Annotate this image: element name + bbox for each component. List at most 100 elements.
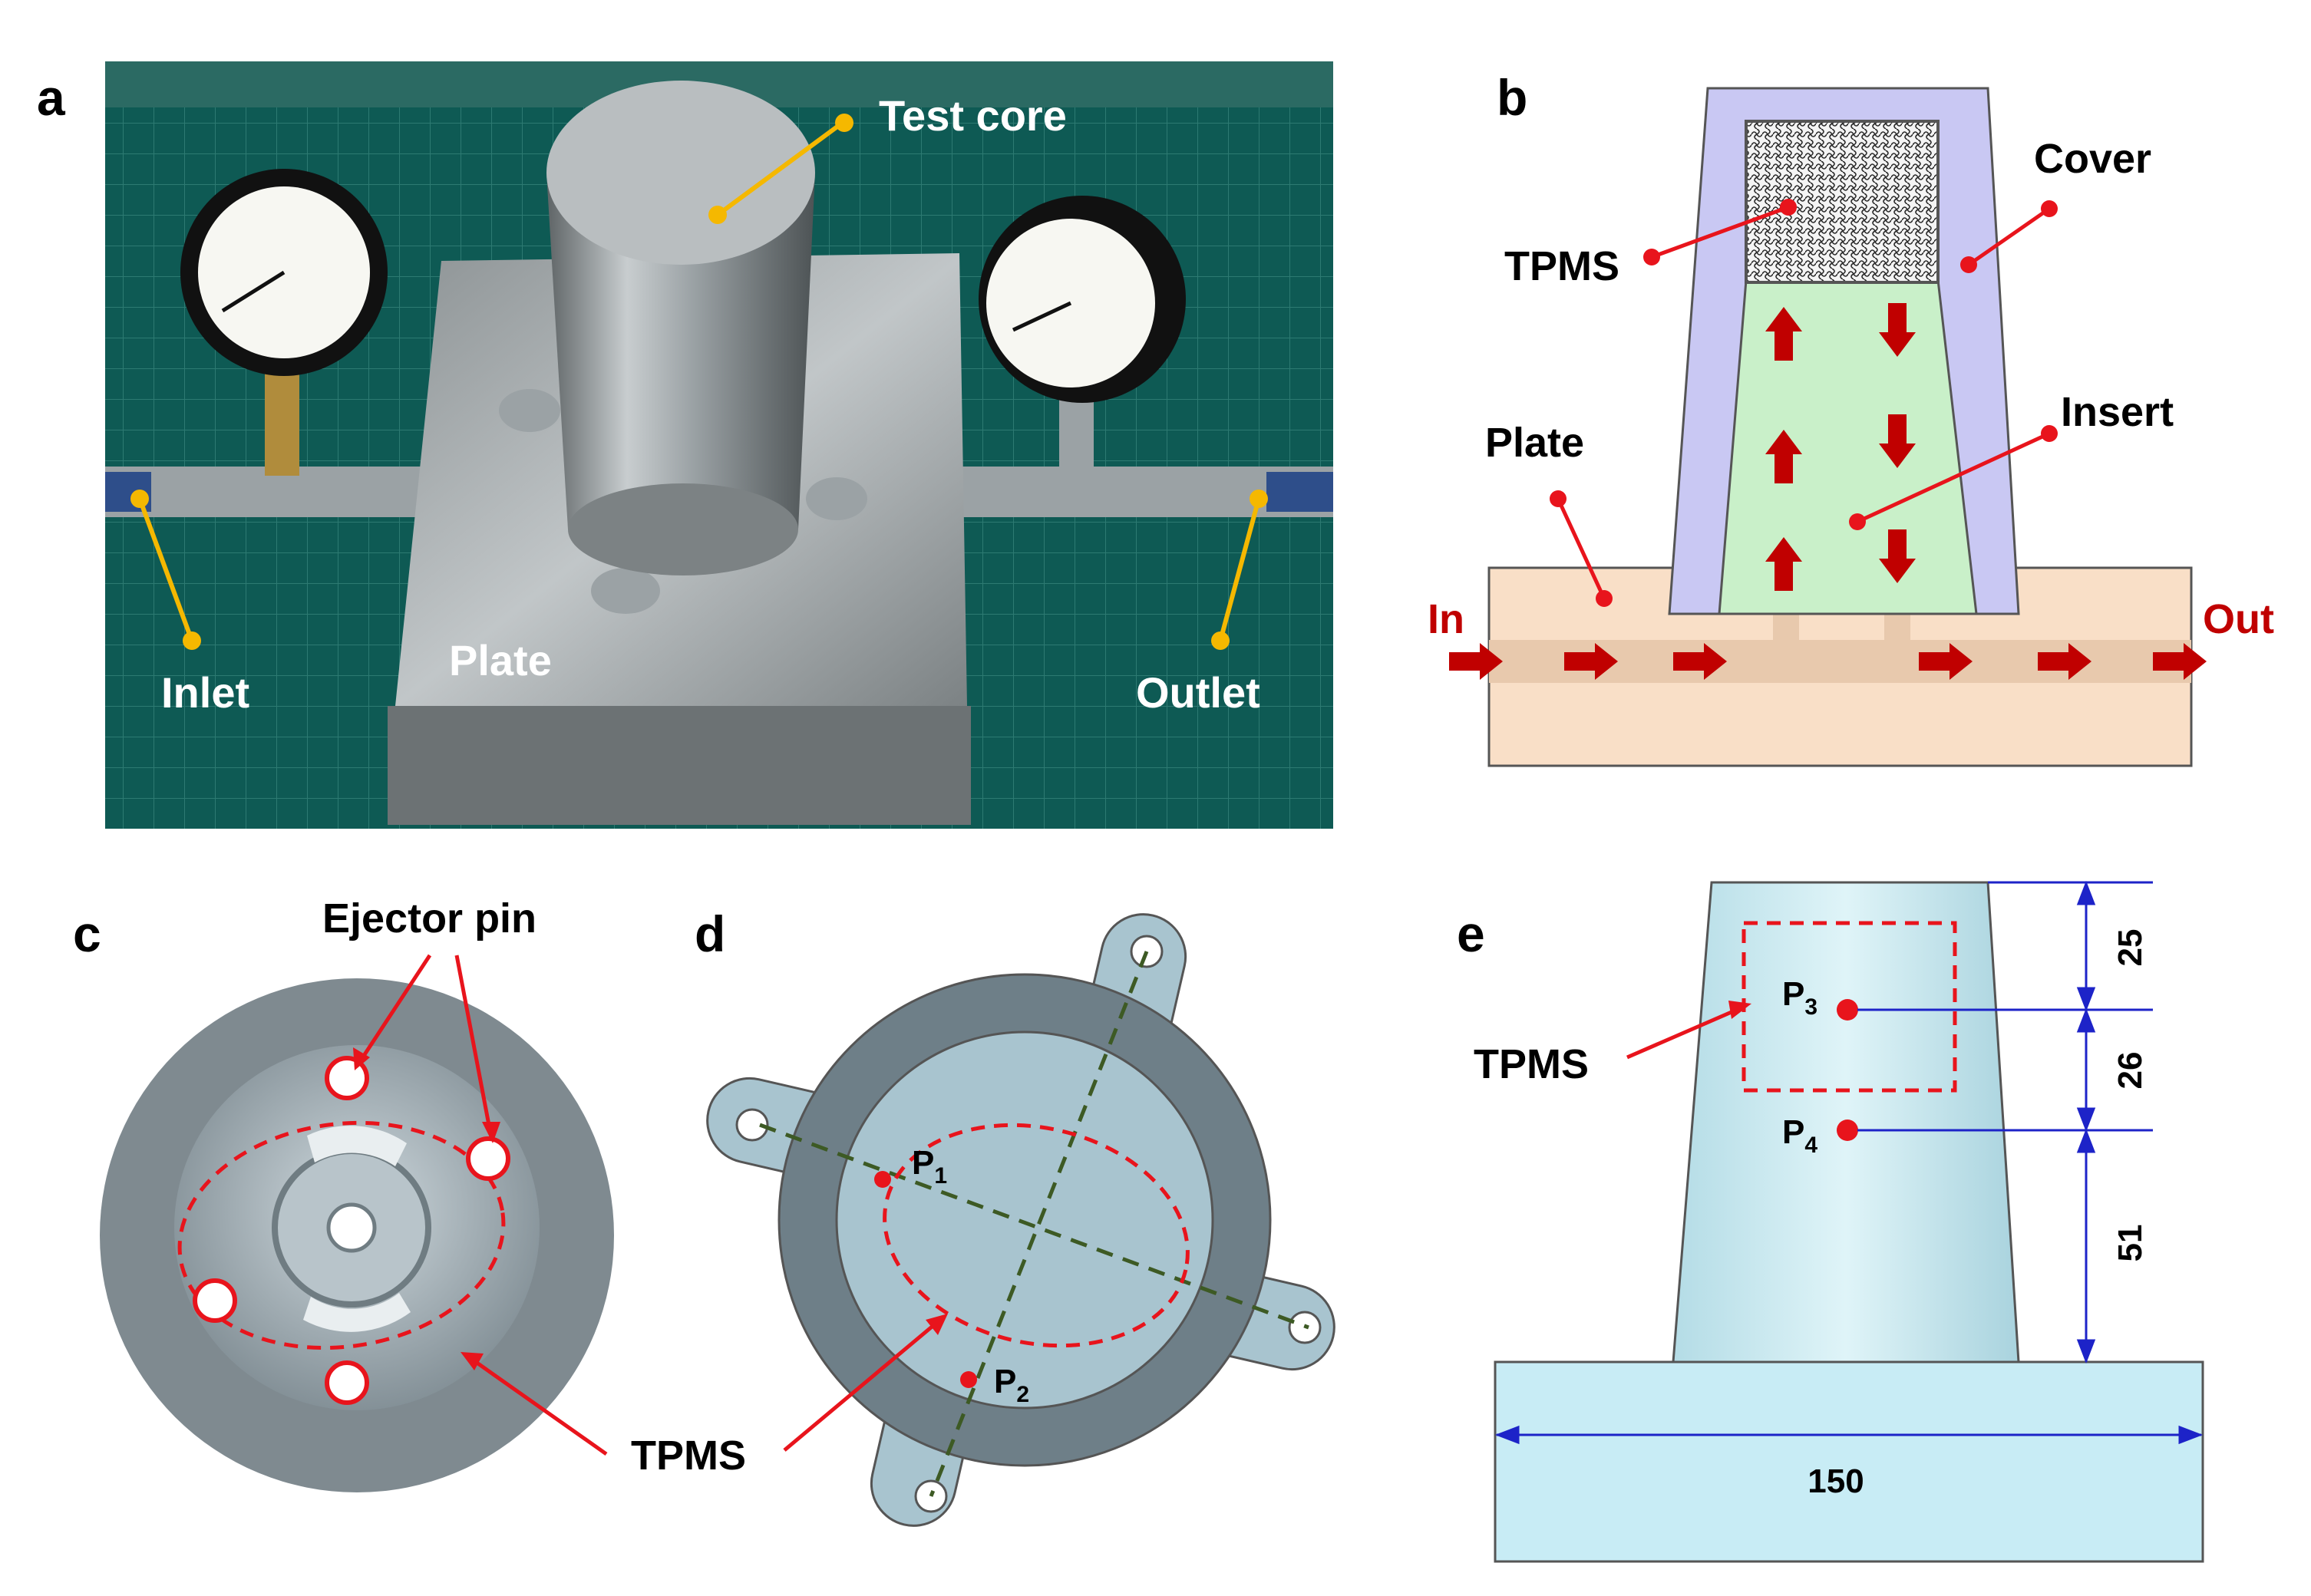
plate-label-b: Plate — [1485, 420, 1584, 466]
ejector-pin-leader-2 — [454, 955, 494, 1138]
outlet-callout-dot-start — [1250, 490, 1268, 508]
tpms-leader-e — [1626, 1004, 1745, 1060]
ejector-pin-leader-1 — [357, 954, 432, 1064]
test-core-body — [546, 173, 815, 529]
tpms-arrowhead-e — [1728, 1001, 1751, 1019]
panel-a-letter: a — [37, 69, 66, 126]
panel-c: c Ejector pin TPMS — [73, 895, 746, 1492]
core-foot-bottom — [591, 568, 660, 614]
dim-25-label: 25 — [2111, 929, 2149, 967]
p3-label: P3 — [1782, 975, 1817, 1020]
plate-front-face — [388, 706, 971, 825]
tpms-callout — [1651, 205, 1789, 259]
mould-rib-window-bottom — [303, 1293, 411, 1332]
tpms-block — [1745, 120, 1940, 284]
plate-label: Plate — [449, 636, 552, 684]
cover-label: Cover — [2034, 136, 2151, 182]
tpms-callout-dot-start — [1643, 249, 1660, 265]
tpms-callout-dot-end — [1780, 199, 1797, 216]
tpms-label-cd: TPMS — [631, 1433, 746, 1479]
tpms-region-outline-d — [883, 1123, 1190, 1348]
test-core-callout-dot-end — [835, 114, 853, 132]
section-axis-1 — [759, 1123, 1309, 1330]
insert-callout — [1856, 431, 2051, 524]
ejector-pin-marker-left — [193, 1278, 237, 1323]
measure-point-p3 — [1837, 999, 1858, 1021]
flow-arrows — [1449, 303, 2207, 680]
cover-callout — [1967, 206, 2051, 267]
panel-a: a Test core Inlet Plate Outlet — [37, 61, 1333, 829]
ejector-pin-marker-bottom — [325, 1360, 369, 1405]
plate-callout-dot-end — [1596, 590, 1613, 607]
dim-150-arrow-left — [1494, 1425, 1520, 1445]
core-foot-left — [499, 389, 560, 432]
outlet-gauge-needle — [1012, 301, 1072, 332]
panel-e: e P3 P4 TPMS 25 26 5 — [1457, 880, 2204, 1563]
plate-callout-dot-start — [1550, 490, 1567, 507]
cover-callout-dot-end — [2041, 200, 2058, 217]
dim-25-arrow-top — [2076, 880, 2096, 905]
measure-point-p1 — [874, 1171, 891, 1188]
section-axis-2 — [929, 951, 1149, 1497]
insert-callout-dot-end — [2041, 425, 2058, 442]
inlet-gauge-stem — [265, 368, 299, 476]
up-flow-arrow — [1765, 307, 1802, 591]
outlet-label: Outlet — [1136, 668, 1260, 717]
down-flow-arrow — [1879, 303, 1916, 583]
ejector-pin-label: Ejector pin — [322, 895, 536, 941]
panel-b: b — [1428, 69, 2274, 767]
tpms-region-outline-c — [177, 1120, 506, 1350]
dimension-lines — [1494, 880, 2204, 1445]
plate-callout — [1556, 497, 1606, 600]
inlet-label: Inlet — [161, 668, 249, 717]
inlet-callout — [137, 497, 194, 642]
mould-rib-window-top — [307, 1126, 407, 1166]
tpms-arrowhead-c — [461, 1352, 484, 1370]
tpms-leader-d — [783, 1318, 942, 1452]
inlet-callout-dot-end — [183, 631, 201, 650]
ejector-pin-marker-right — [466, 1136, 510, 1181]
inlet-flow-arrow — [1449, 643, 1727, 680]
dim-51-arrow-top — [2076, 1128, 2096, 1153]
base-plate-side — [1494, 1360, 2204, 1563]
dim-51-label: 51 — [2111, 1225, 2149, 1262]
insert-section — [1718, 279, 1978, 615]
dim-26-label: 26 — [2111, 1052, 2149, 1090]
outlet-callout-dot-end — [1211, 631, 1230, 650]
dim-150-arrow-right — [2178, 1425, 2204, 1445]
inlet-callout-dot-start — [130, 490, 149, 508]
dim-51-arrow-bottom — [2076, 1339, 2096, 1364]
core-foot-right — [806, 477, 867, 520]
p2-label: P2 — [994, 1363, 1029, 1407]
tpms-label-e: TPMS — [1474, 1041, 1589, 1087]
panel-e-letter: e — [1457, 905, 1485, 962]
test-core-top — [546, 81, 815, 265]
inlet-gauge-needle — [221, 270, 286, 313]
tpms-leader-c — [467, 1354, 608, 1456]
p1-label: P1 — [912, 1144, 947, 1189]
dim-26-arrow-bottom — [2076, 1107, 2096, 1133]
dim-150-label: 150 — [1808, 1462, 1864, 1500]
lug-hole-left — [735, 1108, 769, 1142]
in-label: In — [1428, 596, 1464, 642]
tpms-arrowhead-d — [926, 1314, 948, 1335]
outlet-callout — [1218, 498, 1261, 641]
dim-26-arrow-top — [2076, 1007, 2096, 1033]
panel-b-letter: b — [1497, 69, 1527, 126]
test-core-label: Test core — [879, 91, 1067, 140]
test-core-bottom-edge — [568, 483, 798, 575]
outlet-hose — [1266, 472, 1333, 512]
outlet-gauge-stem — [1059, 399, 1094, 476]
p4-label: P4 — [1782, 1113, 1817, 1158]
out-label: Out — [2203, 596, 2274, 642]
ejector-pin-arrowhead-1 — [353, 1047, 370, 1070]
mould-hub-hole — [326, 1202, 377, 1253]
test-core-callout — [716, 122, 842, 217]
panel-d-letter: d — [695, 905, 725, 962]
ejector-pin-arrowhead-2 — [482, 1122, 500, 1143]
test-core-callout-dot-start — [708, 206, 727, 224]
dim-25-arrow-bottom — [2076, 987, 2096, 1012]
top-view-inner-face — [835, 1030, 1214, 1410]
insert-label: Insert — [2061, 389, 2174, 435]
